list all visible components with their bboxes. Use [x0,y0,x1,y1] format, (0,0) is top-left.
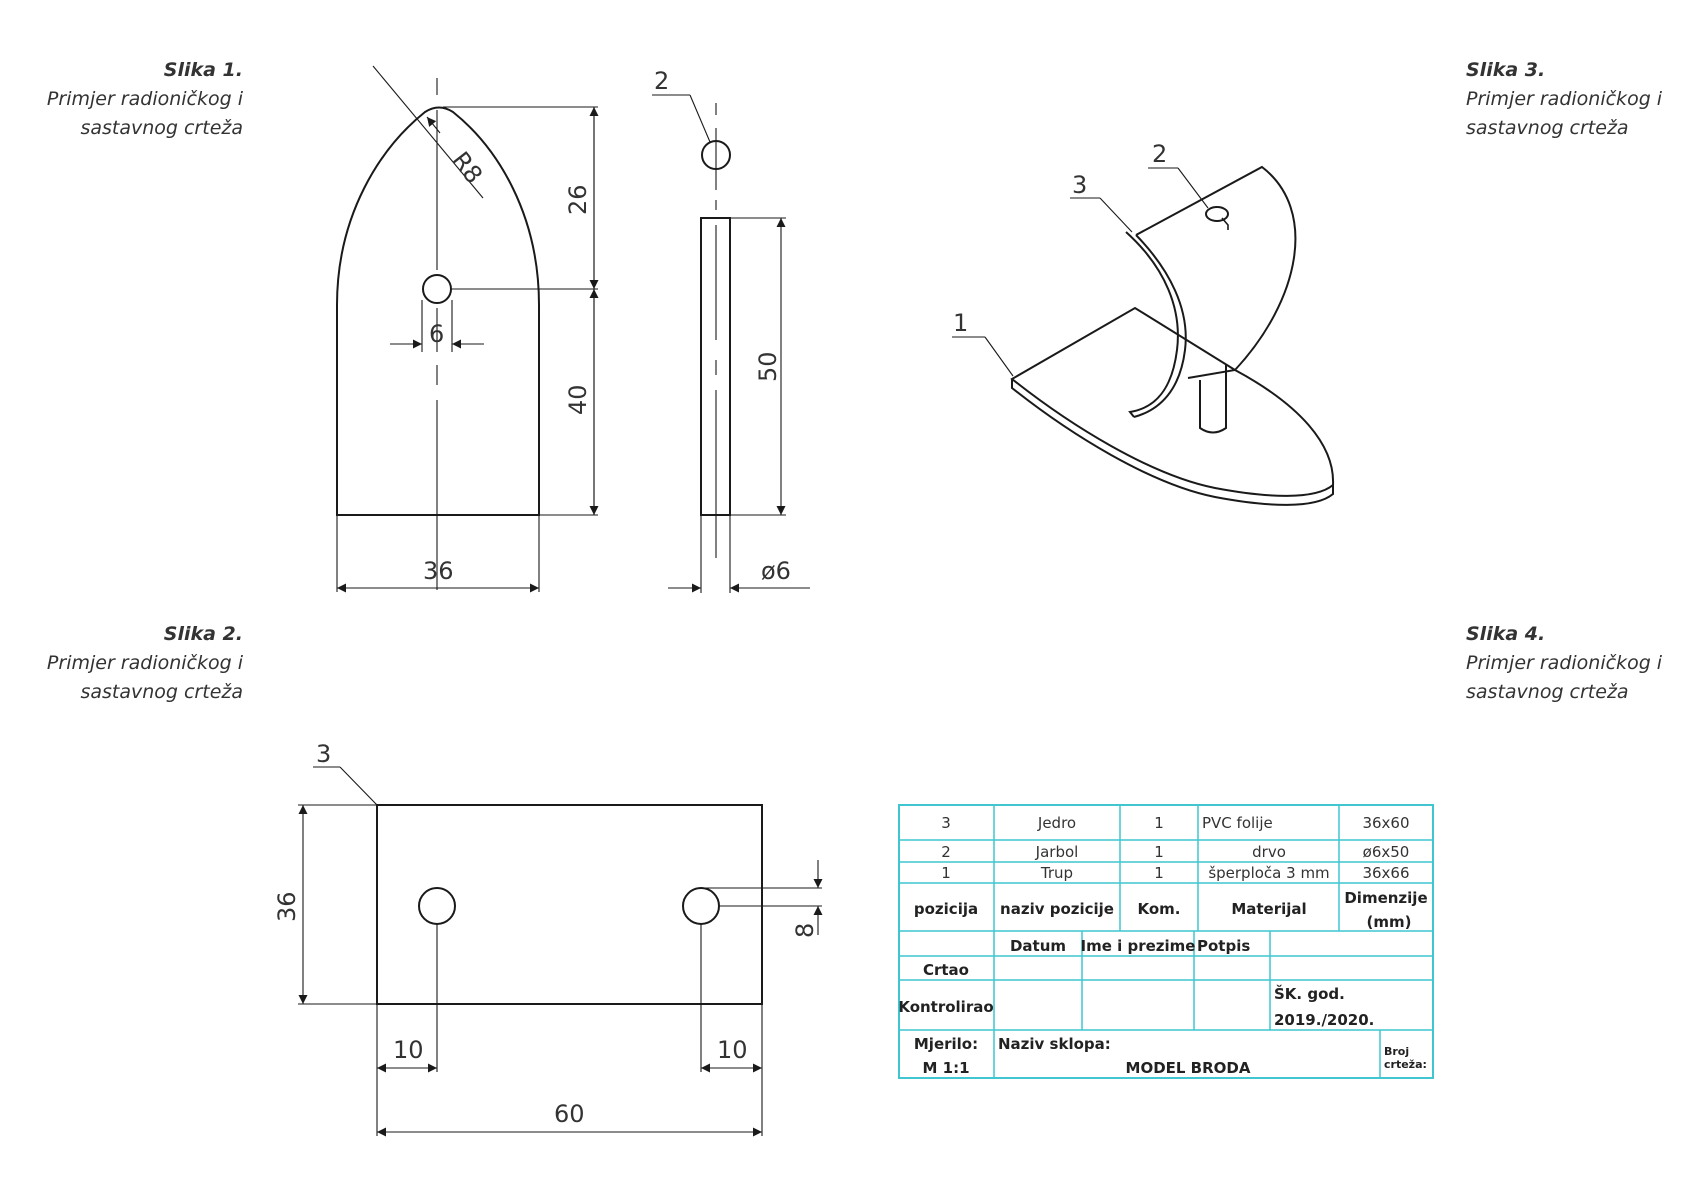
caption-slika-2: Slika 2. Primjer radioničkog i sastavnog… [0,620,243,707]
sail-outline [376,804,763,1005]
iso-sail-edge [1125,231,1179,418]
caption-slika-3: Slika 3. Primjer radioničkog i sastavnog… [1466,56,1686,143]
iso-mast [1199,365,1227,434]
dim-26: 26 [564,184,592,215]
label-crtao: Crtao [923,961,969,979]
header-naziv-pozicije: naziv pozicije [1000,900,1114,918]
caption-line: sastavnog crteža [1466,117,1629,139]
caption-line: sastavnog crteža [80,117,243,139]
iso-label-1: 1 [953,309,968,337]
dim-r8: R8 [446,146,488,188]
fig1-hull-plate-view [336,65,599,593]
hull-hole [422,274,452,304]
dim-50: 50 [754,351,782,382]
assembly-name: MODEL BRODA [1126,1059,1251,1077]
caption-slika-4: Slika 4. Primjer radioničkog i sastavnog… [1466,620,1686,707]
header-mm: (mm) [1367,913,1412,931]
dim-hole-6: 6 [429,320,444,348]
label-ime-prezime: Ime i prezime [1081,937,1196,955]
caption-line: Primjer radioničkog i [1466,652,1663,674]
caption-line: Primjer radioničkog i [46,652,243,674]
row2-material: drvo [1252,843,1286,861]
caption-line: sastavnog crteža [1466,681,1629,703]
iso-hull-thickness [1011,379,1334,506]
label-potpis: Potpis [1197,937,1250,955]
title-block-grid [898,804,1434,1079]
row1-name: Trup [1040,864,1073,882]
fig1-mast-view [652,94,810,593]
row2-qty: 1 [1154,843,1164,861]
dim-36-width: 36 [423,557,454,585]
caption-line: sastavnog crteža [80,681,243,703]
caption-title: Slika 3. [1466,59,1546,81]
caption-slika-1: Slika 1. Primjer radioničkog i sastavnog… [0,56,243,143]
sail-label-3: 3 [316,740,331,768]
mast-label-2: 2 [654,67,669,95]
caption-title: Slika 4. [1466,623,1546,645]
iso-sail-front [1133,234,1187,418]
row3-name: Jedro [1037,814,1076,832]
header-dimenzije: Dimenzije [1344,889,1427,907]
caption-title: Slika 1. [163,59,243,81]
scale-value: M 1:1 [922,1059,969,1077]
dim-40: 40 [564,384,592,415]
label-naziv-sklopa: Naziv sklopa: [998,1035,1111,1053]
row1-qty: 1 [1154,864,1164,882]
school-year: 2019./2020. [1274,1011,1374,1029]
label-broj: Broj [1384,1045,1409,1058]
dim-diameter-6: ø6 [761,557,791,585]
dim-36-height: 36 [273,891,301,922]
iso-label-3: 3 [1072,171,1087,199]
fig3-isometric-assembly [952,165,1335,506]
sail-hole-left [418,887,456,925]
row1-material: šperploča 3 mm [1208,864,1329,882]
iso-label-2: 2 [1152,140,1167,168]
header-kom: Kom. [1138,900,1181,918]
row1-pos: 1 [941,864,951,882]
dim-10-right: 10 [717,1036,748,1064]
caption-line: Primjer radioničkog i [46,88,243,110]
header-pozicija: pozicija [914,900,978,918]
row3-material: PVC folije [1202,814,1273,832]
label-mjerilo: Mjerilo: [914,1035,978,1053]
caption-title: Slika 2. [163,623,243,645]
iso-sail-hole [1205,206,1229,222]
row2-name: Jarbol [1035,843,1079,861]
caption-line: Primjer radioničkog i [1466,88,1663,110]
sail-hole-right [682,887,720,925]
row2-dims: ø6x50 [1363,843,1410,861]
row3-pos: 3 [941,814,951,832]
row3-qty: 1 [1154,814,1164,832]
label-crteza: crteža: [1384,1058,1427,1071]
dim-60: 60 [554,1100,585,1128]
row2-pos: 2 [941,843,951,861]
label-sk-god: ŠK. god. [1274,984,1345,1003]
row3-dims: 36x60 [1362,814,1409,832]
hull-outline [336,106,540,516]
label-kontrolirao: Kontrolirao [898,998,993,1016]
header-materijal: Materijal [1231,900,1306,918]
dim-8: 8 [791,923,819,938]
label-datum: Datum [1010,937,1066,955]
iso-sail-back [1135,165,1297,379]
iso-hull-top [1010,306,1335,497]
row1-dims: 36x66 [1362,864,1409,882]
fig2-sail-plate-view [298,766,823,1137]
dim-10-left: 10 [393,1036,424,1064]
